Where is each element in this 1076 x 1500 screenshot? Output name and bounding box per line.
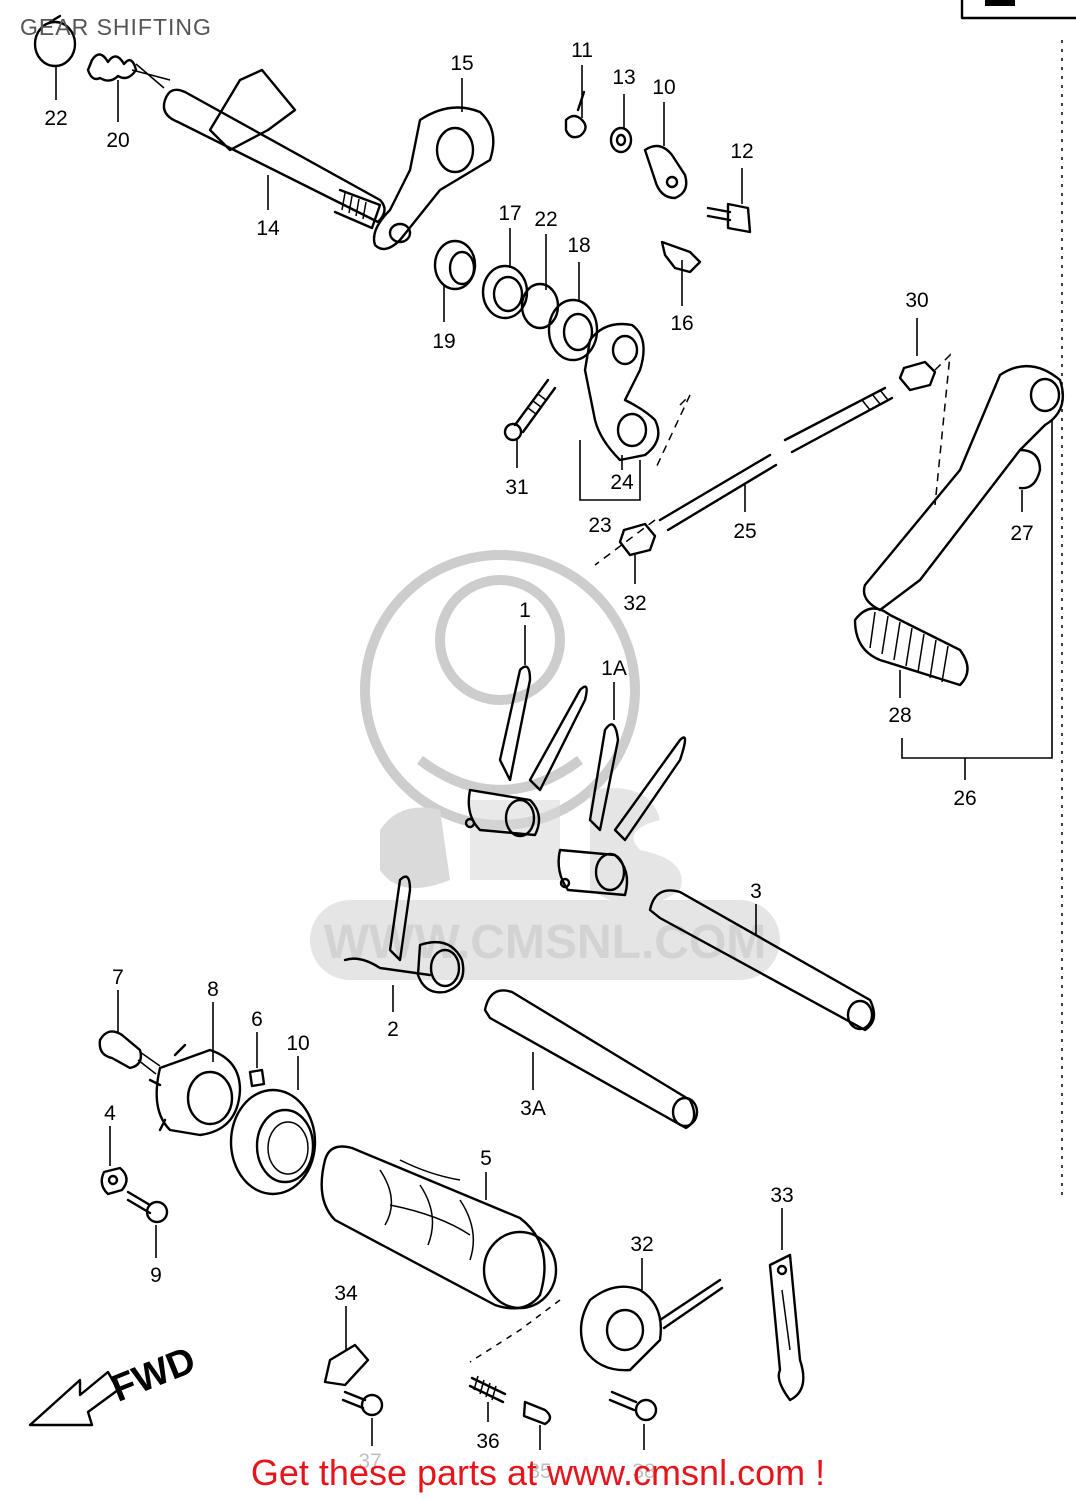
label-3a: 3A [520, 1097, 546, 1120]
label-28: 28 [888, 704, 911, 727]
label-10-text: 10 [286, 1032, 309, 1055]
label-4-text: 4 [104, 1102, 116, 1125]
label-12: 11 [571, 39, 593, 62]
label-17: 16 [670, 312, 693, 335]
label-20: 19 [432, 330, 455, 353]
label-23: 23 [588, 514, 611, 537]
assembly-lines [469, 352, 951, 1363]
label-16: 15 [450, 52, 473, 75]
label-11: 10 [652, 76, 675, 99]
part-27-shift-lever [862, 364, 1065, 612]
part-36-spring [468, 1375, 507, 1404]
part-3a-fork-shaft [483, 989, 699, 1130]
part-3-fork-shaft [648, 889, 876, 1032]
label-22: 22 [44, 107, 67, 130]
part-33-guide [768, 1253, 805, 1402]
label-2: 2 [387, 1018, 399, 1041]
label-18: 17 [498, 202, 521, 225]
label-7-text: 7 [112, 966, 124, 989]
part-5-shift-drum [320, 1145, 558, 1310]
part-9-screw [126, 1190, 169, 1224]
label-19: 18 [567, 234, 590, 257]
label-34-text: 34 [334, 1282, 358, 1305]
part-18-seal [481, 264, 529, 320]
label-36-text: 36 [476, 1430, 499, 1453]
footer-link-text[interactable]: Get these parts at www.cmsnl.com ! [250, 1452, 826, 1493]
part-19-bearing [547, 298, 599, 362]
part-31-nut [618, 522, 657, 557]
part-29-nut [898, 360, 937, 392]
label-21: 20 [106, 129, 129, 152]
part-1a-shift-fork [557, 723, 687, 897]
part-13-bolt [706, 202, 752, 234]
part-15-shift-shaft [162, 68, 386, 230]
part-28-rubber [853, 607, 969, 687]
watermark: WWW.CMSNL.COM [310, 550, 780, 980]
frame-corner [960, 0, 1076, 20]
part-17-pin [660, 240, 702, 274]
fwd-label: FWD [106, 1339, 202, 1410]
label-24: 24 [610, 471, 634, 494]
label-22b: 22 [534, 208, 557, 231]
label-1a: 1A [601, 657, 627, 680]
part-2-shift-fork [343, 875, 465, 994]
part-32-neutral-switch [579, 1278, 724, 1372]
label-9-text: 9 [150, 1264, 162, 1287]
part-1-shift-fork [464, 665, 588, 838]
label-31: 32 [623, 592, 646, 615]
part-35-pin [522, 1400, 552, 1426]
part-34-plate [323, 1343, 370, 1387]
label-14: 13 [612, 66, 635, 89]
part-25-rod [658, 386, 894, 532]
label-13: 12 [730, 140, 753, 163]
label-30: 31 [505, 476, 528, 499]
part-22-circlip [33, 14, 77, 68]
part-labels: 22 20 14 15 11 13 10 12 16 17 22 18 19 3… [44, 39, 1033, 1483]
label-8-text: 8 [207, 978, 219, 1001]
part-38-screw [608, 1390, 658, 1422]
part-22-clip-b [520, 282, 560, 330]
part-37-screw [341, 1390, 384, 1417]
fwd-arrow-icon: FWD [28, 1339, 202, 1427]
part-11-plate [643, 144, 688, 200]
part-24-clamp [583, 322, 660, 462]
leaders [55, 65, 1053, 1450]
part-6-pin [248, 1068, 266, 1088]
label-29: 30 [905, 289, 928, 312]
page-title: GEAR SHIFTING [20, 14, 212, 40]
label-33-text: 33 [770, 1184, 793, 1207]
part-4-plate [100, 1166, 128, 1196]
part-14-washer [609, 126, 633, 154]
part-21-spring [86, 53, 171, 89]
part-8-stopper [148, 1043, 242, 1137]
label-3: 3 [750, 880, 762, 903]
part-20-ring [433, 239, 477, 291]
part-30-bolt [503, 378, 557, 442]
label-1: 1 [519, 599, 531, 622]
label-5-text: 5 [480, 1147, 492, 1170]
part-12-spring-small [564, 90, 587, 139]
part-10-bearing [229, 1088, 317, 1196]
label-32-text: 32 [630, 1233, 653, 1256]
part-7-pin [98, 1030, 161, 1075]
label-27: 27 [1010, 522, 1033, 545]
label-26: 26 [953, 787, 976, 810]
watermark-text: WWW.CMSNL.COM [324, 916, 767, 969]
part-16-shift-arm [372, 106, 495, 251]
label-6-text: 6 [251, 1008, 263, 1031]
footer-link[interactable]: Get these parts at www.cmsnl.com ! [0, 1452, 1076, 1494]
label-25: 25 [733, 520, 756, 543]
label-15: 14 [256, 217, 280, 240]
